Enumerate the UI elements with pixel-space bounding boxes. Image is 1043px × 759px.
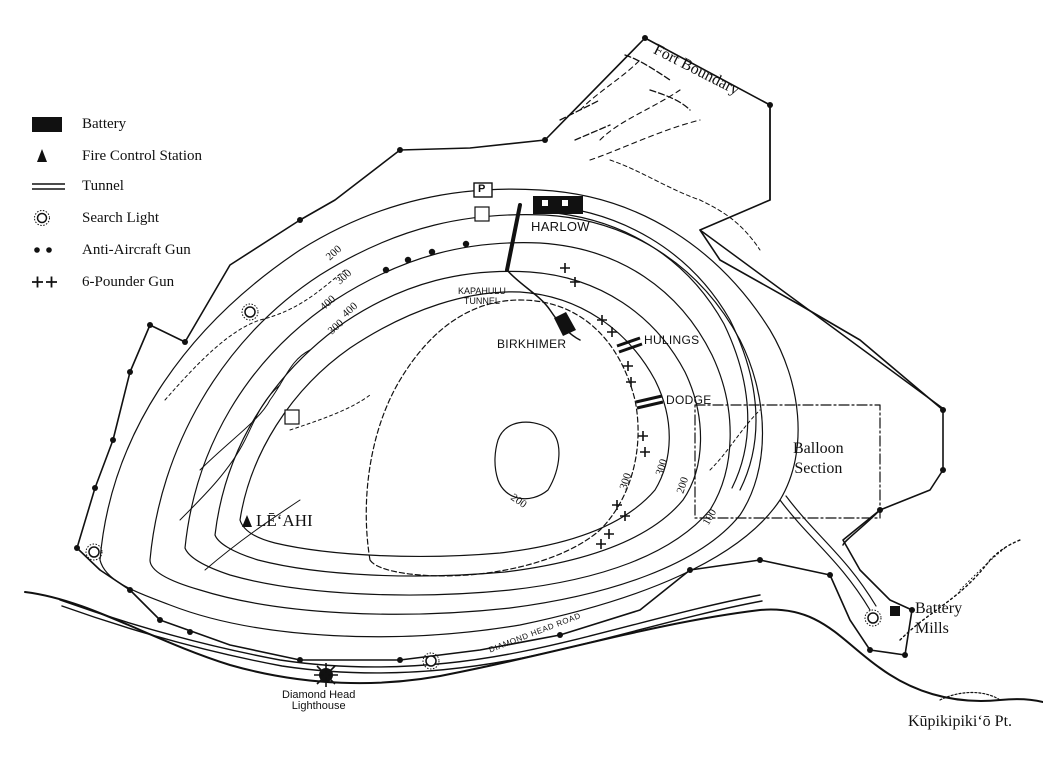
- battery-icon: [30, 114, 70, 134]
- kapahulu-tunnel-label: KAPAHULU TUNNEL: [458, 286, 506, 306]
- legend-item-six-pounder: 6-Pounder Gun: [30, 270, 174, 294]
- six-pounder-gun-icon: [30, 272, 70, 292]
- fire-control-station-icon: [30, 146, 70, 166]
- legend-item-tunnel: Tunnel: [30, 174, 124, 198]
- balloon-road: [779, 499, 871, 611]
- contour-400: [214, 270, 702, 577]
- battery-birkhimer-icon: [554, 312, 576, 336]
- trail-3: [709, 409, 761, 471]
- contour-leahi-ridge: [179, 349, 311, 571]
- crater-access-road: [539, 204, 757, 491]
- parking-label: P: [478, 183, 486, 195]
- leahi-label: LĒ‘AHI: [256, 511, 313, 530]
- legend-label: Anti-Aircraft Gun: [82, 241, 191, 258]
- legend-label: Search Light: [82, 209, 160, 226]
- trail-north-2: [609, 159, 761, 251]
- legend-item-battery: Battery: [30, 112, 126, 136]
- balloon-section-label: Balloon Section: [793, 441, 844, 477]
- dodge-label: DODGE: [666, 393, 712, 407]
- tunnel-marks: [616, 336, 664, 410]
- balloon-label-line2: Section: [794, 460, 843, 477]
- battery-mills-line1: Battery: [915, 600, 963, 617]
- boundary-vertices: [74, 35, 946, 663]
- trail-1: [164, 269, 346, 401]
- kapahulu-label-line1: KAPAHULU: [458, 286, 506, 296]
- legend-item-anti-aircraft: Anti-Aircraft Gun: [30, 238, 191, 262]
- parking-sign: [473, 182, 493, 198]
- legend-label: 6-Pounder Gun: [82, 273, 175, 290]
- fire-control-station-leahi-icon: [242, 515, 252, 527]
- crater-access-road-2: [544, 211, 749, 489]
- shore-dots: [899, 539, 1021, 641]
- birkhimer-label: BIRKHIMER: [497, 337, 567, 351]
- lighthouse-icon: [314, 663, 338, 687]
- legend-label: Fire Control Station: [82, 147, 202, 164]
- crater-pond-contour: [494, 421, 560, 500]
- diamond-head-road: [59, 594, 761, 668]
- legend-item-search-light: Search Light: [30, 206, 159, 230]
- coastline: [24, 591, 1043, 703]
- anti-aircraft-gun-marks: [382, 240, 470, 274]
- kapahulu-label-line2: TUNNEL: [463, 296, 500, 306]
- hulings-label: HULINGS: [644, 333, 700, 347]
- lighthouse-label-line1: Diamond Head: [282, 689, 356, 701]
- battery-harlow-icon: [533, 196, 583, 214]
- legend-item-fire-control: Fire Control Station: [30, 144, 202, 168]
- legend-label: Battery: [82, 115, 127, 132]
- lighthouse-label-line2: Lighthouse: [291, 700, 346, 712]
- trail-north: [579, 59, 701, 161]
- legend-label: Tunnel: [82, 177, 124, 194]
- kupikipikio-label: Kūpikipiki‘ō Pt.: [908, 713, 1013, 730]
- contour-300: [184, 242, 731, 596]
- diamond-head-road-2: [61, 600, 763, 674]
- kapahulu-tunnel-line: [505, 203, 522, 272]
- six-pounder-gun-marks: [560, 263, 650, 549]
- battery-mills-line2: Mills: [915, 620, 949, 637]
- trail-2: [289, 394, 371, 431]
- balloon-label-line1: Balloon: [793, 440, 844, 457]
- lighthouse-label: Diamond Head Lighthouse: [282, 690, 355, 712]
- search-light-icon: [30, 208, 70, 228]
- contour-100: [99, 188, 799, 638]
- balloon-section-boundary: [694, 404, 881, 519]
- battery-mills-icon: [890, 606, 900, 616]
- search-light-marks: [88, 306, 879, 667]
- anti-aircraft-gun-icon: [30, 240, 70, 260]
- battery-mills-label: Battery Mills: [915, 601, 962, 637]
- search-light-rays: [85, 303, 882, 670]
- harlow-label: HARLOW: [531, 219, 590, 234]
- contour-200: [149, 214, 764, 615]
- crater-floor-contour: [365, 299, 639, 577]
- tunnel-icon: [30, 176, 70, 196]
- contour-crater-rim: [239, 291, 670, 558]
